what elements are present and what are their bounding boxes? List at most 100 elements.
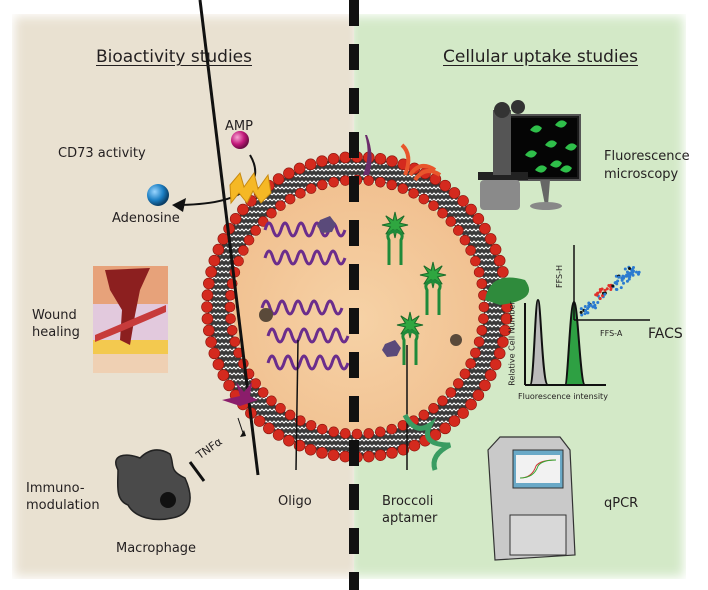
lipid-head <box>305 159 316 170</box>
lipid-head <box>460 235 470 245</box>
wound-label-1: Wound <box>32 307 77 324</box>
lipid-head <box>429 201 439 211</box>
lipid-head <box>470 256 480 266</box>
lipid-head <box>203 278 214 289</box>
lipid-head <box>490 244 501 255</box>
scatter-point <box>621 279 624 282</box>
lipid-head <box>218 370 229 381</box>
scatter-point <box>599 290 602 293</box>
lipid-head <box>225 302 235 312</box>
lipid-head <box>213 359 224 370</box>
immuno-label-1: Immuno- <box>26 480 85 497</box>
lipid-head <box>209 255 220 266</box>
lipid-head <box>387 180 397 190</box>
facs-histogram <box>525 300 606 385</box>
lipid-head <box>295 188 305 198</box>
lipid-head <box>490 359 501 370</box>
oligo-label: Oligo <box>278 493 312 510</box>
scatter-point <box>596 301 599 304</box>
fluorophore-icon <box>382 212 408 238</box>
lipid-head <box>316 156 327 167</box>
lipid-head <box>273 174 284 185</box>
lipid-head <box>387 156 398 167</box>
scatter-point <box>626 270 629 273</box>
lipid-head <box>446 216 456 226</box>
divider-dash <box>349 44 359 70</box>
lipid-head <box>224 380 235 391</box>
lipid-head <box>266 208 276 218</box>
macrophage-label: Macrophage <box>116 540 196 557</box>
lipid-head <box>244 235 254 245</box>
fluorophore-icon <box>420 262 446 288</box>
scatter-point <box>584 309 587 312</box>
lipid-head <box>474 337 484 347</box>
lipid-head <box>466 399 477 410</box>
lipid-head <box>494 255 505 266</box>
qpcr-label: qPCR <box>604 495 638 512</box>
lipid-head <box>329 427 339 437</box>
scatter-point <box>606 287 609 290</box>
lipid-head <box>283 435 294 446</box>
lipid-head <box>453 379 463 389</box>
lipid-head <box>209 348 220 359</box>
lipid-head <box>473 390 484 401</box>
wound-label-2: healing <box>32 324 80 341</box>
lipid-head <box>497 266 508 277</box>
scatter-point <box>601 287 604 290</box>
scatter-point <box>594 293 597 296</box>
lipid-head <box>364 176 374 186</box>
lipid-head <box>419 194 429 204</box>
divider-dash <box>349 308 359 334</box>
cellular-uptake-title: Cellular uptake studies <box>443 47 638 67</box>
scatter-point <box>593 304 596 307</box>
scatter-point <box>626 280 629 283</box>
lipid-head <box>234 256 244 266</box>
scatter-point <box>620 286 623 289</box>
lipid-head <box>251 225 261 235</box>
divider-dash <box>349 440 359 466</box>
lipid-head <box>449 187 460 198</box>
scatter-point <box>617 276 620 279</box>
lipid-head <box>446 388 456 398</box>
scatter-point <box>580 307 583 310</box>
relative-cell-number-label: Relative Cell Number <box>504 301 521 385</box>
lipid-head <box>387 447 398 458</box>
scatter-point <box>637 273 640 276</box>
scatter-point <box>628 267 631 270</box>
divider-dash <box>349 528 359 554</box>
fluorophore-icon <box>397 312 423 338</box>
lipid-head <box>317 424 327 434</box>
cd73-label: CD73 activity <box>58 145 146 162</box>
lipid-head <box>266 396 276 406</box>
lipid-head <box>364 428 374 438</box>
lipid-head <box>438 208 448 218</box>
fluorescence-intensity-label: Fluorescence intensity <box>518 388 608 405</box>
lipid-head <box>387 424 397 434</box>
lipid-head <box>477 279 487 289</box>
inhibition-bar <box>190 462 204 481</box>
scatter-point <box>592 301 595 304</box>
lipid-head <box>306 420 316 430</box>
divider-dash <box>349 396 359 422</box>
lipid-head <box>206 266 217 277</box>
lipid-head <box>329 177 339 187</box>
lipid-head <box>226 290 236 300</box>
lipid-head <box>237 204 248 215</box>
lipid-head <box>230 337 240 347</box>
ffs-a-label: FFS-A <box>600 325 622 342</box>
divider-dash <box>349 88 359 114</box>
lipid-head <box>438 396 448 406</box>
adenosine-molecule <box>147 184 169 206</box>
adenosine-label: Adenosine <box>112 210 180 227</box>
scatter-point <box>615 288 618 291</box>
lipid-head <box>458 195 469 206</box>
scatter-point <box>614 281 617 284</box>
divider-dash <box>349 176 359 202</box>
lipid-head <box>363 451 374 462</box>
scatter-point <box>587 302 590 305</box>
divider-dash <box>349 132 359 158</box>
divider-dash <box>349 0 359 26</box>
macrophage-icon <box>116 450 190 520</box>
scatter-point <box>587 305 590 308</box>
